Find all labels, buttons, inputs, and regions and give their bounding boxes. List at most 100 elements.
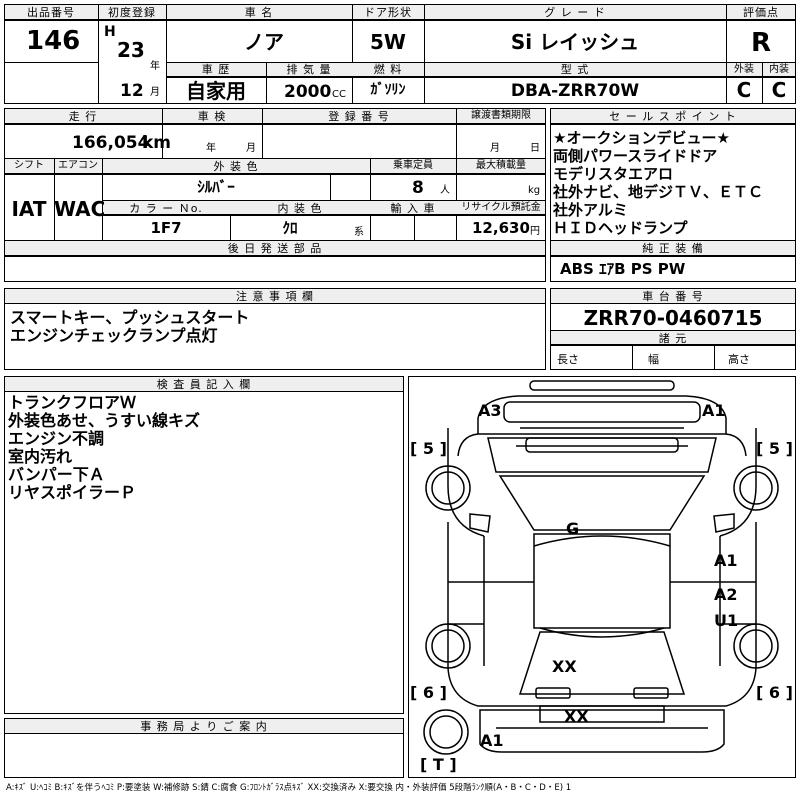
displacement: 2000: [284, 82, 332, 102]
transfer-day-unit: 日: [530, 143, 540, 154]
sales-points-block: [550, 108, 796, 282]
inspector-item: エンジン不調: [8, 429, 105, 448]
load-unit: kg: [528, 185, 541, 196]
specs-label-row: [551, 331, 795, 345]
displacement-label: 排 気 量: [286, 63, 332, 76]
office-label: 事 務 局 よ り ご 案 内: [140, 720, 268, 733]
header-block: [4, 4, 796, 104]
import-label: 輸 入 車: [390, 202, 436, 215]
exterior-grade: C: [736, 78, 752, 102]
spare-tire-label: [ T ]: [420, 755, 457, 774]
grade: Si レイッシュ: [510, 30, 640, 54]
mark-tailgate: XX: [564, 707, 589, 726]
interior-color-unit: 系: [354, 227, 364, 238]
color-label: 外 装 色: [213, 160, 259, 173]
mileage-label: 走 行: [68, 110, 98, 123]
capacity: 8: [412, 178, 424, 198]
sales-point-item: 社外ナビ、地デジＴＶ、ＥＴＣ: [553, 183, 764, 201]
tire-rear-right: [ 6 ]: [756, 683, 793, 702]
inspector-item: バンパー下Ａ: [8, 465, 105, 484]
inspector-item: リヤスポイラーＰ: [8, 483, 137, 502]
transfer-label: 譲渡書類期限: [471, 110, 531, 121]
notes-label: 注 意 事 項 欄: [236, 290, 314, 303]
ac: WAC: [54, 197, 106, 221]
tire-front-left: [ 5 ]: [410, 439, 447, 458]
later-parts-label: 後 日 発 送 部 品: [227, 242, 323, 255]
fuel-label: 燃 料: [373, 63, 403, 76]
lot-number: 146: [26, 26, 81, 56]
inspector-item: 外装色あせ、うすい線キズ: [8, 411, 201, 430]
history: 自家用: [186, 79, 246, 103]
mark-roof: G: [566, 519, 579, 538]
note-item: スマートキー、プッシュスタート: [10, 308, 250, 327]
color-no: 1F7: [150, 219, 182, 237]
chassis-number: ZRR70-0460715: [583, 306, 763, 330]
tire-rear-left: [ 6 ]: [410, 683, 447, 702]
first-reg-label: 初度登録: [108, 6, 156, 19]
inspection-label: 車 検: [197, 110, 227, 123]
inspector-item: 室内汚れ: [8, 447, 73, 466]
fuel: ｶﾞｿﾘﾝ: [370, 82, 406, 98]
sales-points-list: ★オークションデビュー★ 両側パワースライドドア モデリスタエアロ 社外ナビ、地…: [553, 129, 793, 237]
recycle-label: リサイクル預託金: [461, 202, 541, 213]
inspection-month-unit: 月: [246, 143, 256, 154]
mark-rear-glass: XX: [552, 657, 577, 676]
door-type: 5W: [370, 30, 406, 54]
notes-list: スマートキー、プッシュスタート エンジンチェックランプ点灯: [10, 309, 540, 345]
notes-block: [4, 288, 546, 370]
car-name-label: 車 名: [244, 6, 274, 19]
width-label: 幅: [648, 353, 659, 366]
chassis-block: [550, 288, 796, 370]
legend: A:ｷｽﾞ U:ﾍｺﾐ B:ｷｽﾞを伴うﾍｺﾐ P:要塗装 W:補修跡 S:錆 …: [6, 783, 572, 793]
chassis-label: 車 台 番 号: [642, 290, 704, 303]
mileage-unit: km: [142, 133, 172, 153]
interior-color: ｸﾛ: [282, 219, 298, 237]
sales-point-item: 両側パワースライドドア: [553, 147, 718, 165]
capacity-label: 乗車定員: [393, 160, 433, 171]
color-no-label: カ ラ ー Ｎo.: [129, 202, 203, 215]
details-label-row-2: [5, 159, 545, 174]
mark-front-left: A3: [478, 401, 502, 420]
reg-year: 23: [117, 38, 145, 62]
mark-side-u1: U1: [714, 611, 738, 630]
chassis-label-row: [551, 289, 795, 304]
model-code: DBA-ZRR70W: [510, 81, 640, 101]
mark-side-a2: A2: [714, 585, 738, 604]
inspector-block: [4, 376, 404, 714]
sales-point-item: ＨＩＤヘッドランプ: [553, 219, 688, 237]
later-parts-label-row: [5, 241, 545, 256]
sales-point-item: 社外アルミ: [553, 201, 628, 219]
details-label-row-1: [5, 109, 545, 124]
capacity-unit: 人: [440, 185, 450, 196]
interior-color-label: 内 装 色: [277, 202, 323, 215]
model-label: 型 式: [560, 63, 590, 76]
plate-label: 登 録 番 号: [328, 110, 390, 123]
displacement-unit: CC: [332, 89, 346, 100]
car-diagram-block: [408, 376, 796, 778]
car-name: ノア: [244, 30, 284, 54]
mark-rear-bumper: A1: [480, 731, 504, 750]
mileage: 166,054: [72, 133, 150, 153]
inspector-label-row: [5, 377, 403, 392]
header-label-row: [5, 5, 795, 20]
equipment-label-row: [551, 241, 795, 256]
era-letter: H: [104, 24, 116, 40]
equipment: ABS ｴｱB PS PW: [560, 260, 686, 278]
header-label-row-2: [167, 63, 726, 77]
note-item: エンジンチェックランプ点灯: [10, 326, 218, 345]
length-label: 長さ: [557, 353, 579, 366]
inspector-list: トランクフロアＷ 外装色あせ、うすい線キズ エンジン不調 室内汚れ バンパー下Ａ…: [8, 394, 400, 502]
door-label: ドア形状: [364, 6, 412, 19]
details-block: [4, 108, 546, 282]
details-label-row-3: [103, 201, 545, 215]
recycle-unit: 円: [530, 226, 540, 237]
office-label-row: [5, 719, 403, 734]
sales-point-item: ★オークションデビュー★: [553, 129, 730, 147]
inspector-item: トランクフロアＷ: [8, 393, 137, 412]
mark-side-a1: A1: [714, 551, 738, 570]
inspection-year-unit: 年: [206, 143, 216, 154]
tire-front-right: [ 5 ]: [756, 439, 793, 458]
load-label: 最大積載量: [476, 160, 526, 171]
sales-point-item: モデリスタエアロ: [553, 165, 674, 183]
grade-label-row: [727, 63, 795, 77]
